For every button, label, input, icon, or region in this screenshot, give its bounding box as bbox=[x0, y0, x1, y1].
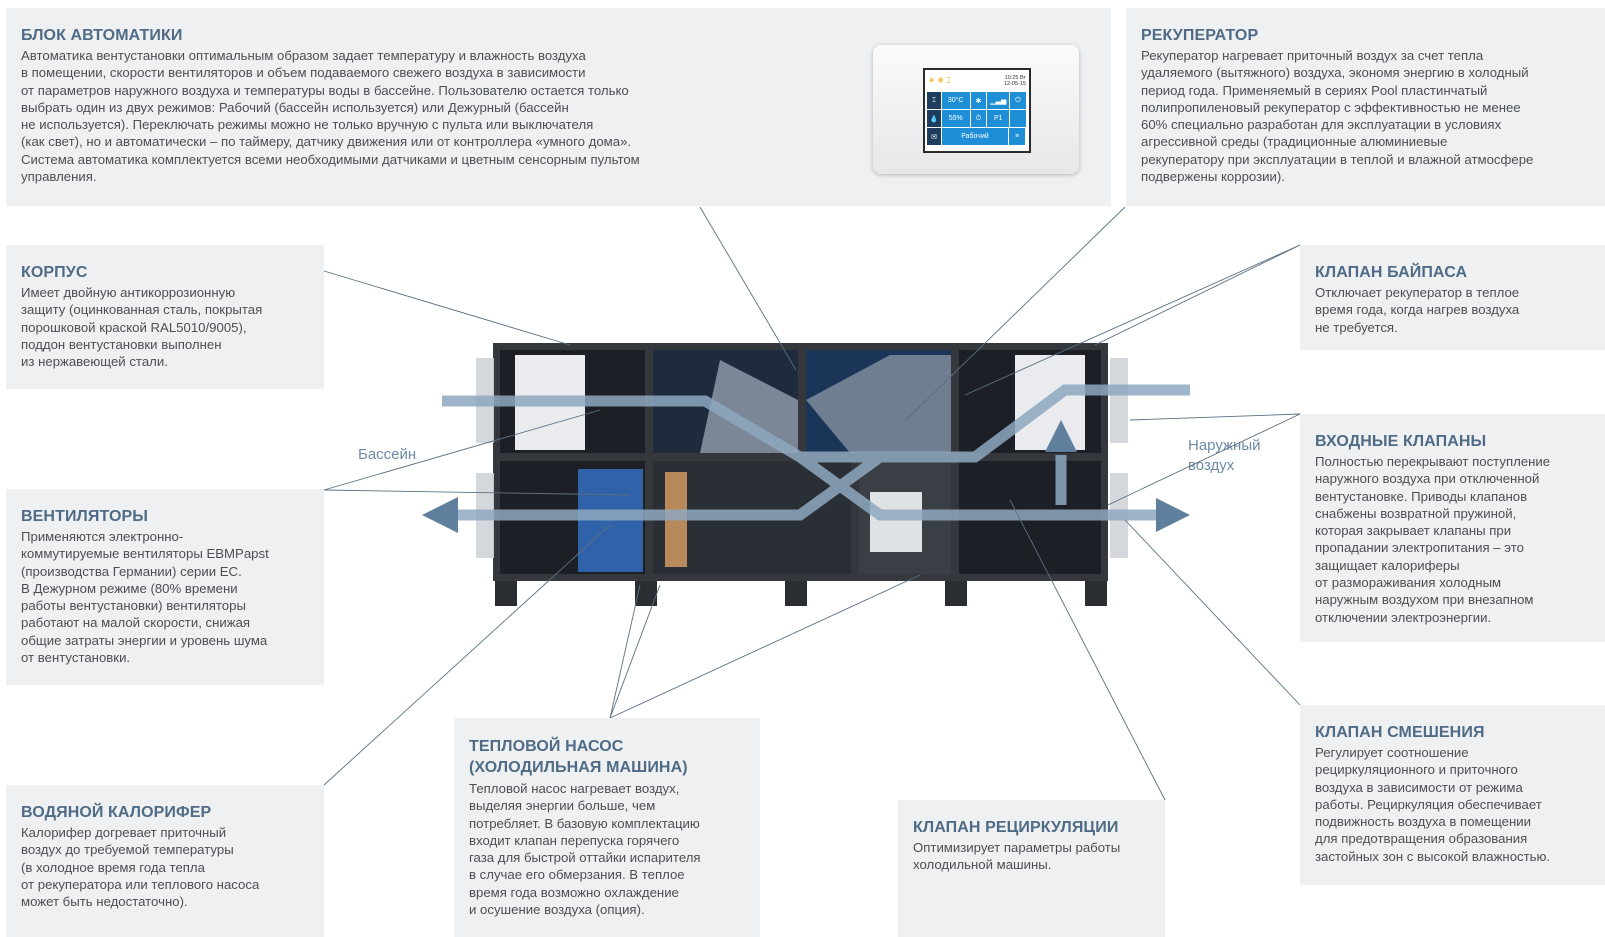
mode-value: Рабочий bbox=[942, 128, 1008, 145]
box-heatpump-text: Тепловой насос нагревает воздух, выделяя… bbox=[469, 781, 701, 918]
damper bbox=[1110, 358, 1128, 443]
arrow-head-up bbox=[1045, 420, 1077, 452]
temperature-value: 30°C bbox=[941, 92, 970, 109]
box-heatpump: ТЕПЛОВОЙ НАСОС (ХОЛОДИЛЬНАЯ МАШИНА) Тепл… bbox=[454, 718, 760, 937]
unit-leg bbox=[1085, 578, 1107, 606]
box-inlet: ВХОДНЫЕ КЛАПАНЫ Полностью перекрывают по… bbox=[1300, 414, 1605, 642]
box-recuperator-title: РЕКУПЕРАТОР bbox=[1141, 27, 1259, 44]
box-recuperator: РЕКУПЕРАТОР Рекуператор нагревает приточ… bbox=[1126, 8, 1605, 206]
box-recirc-text: Оптимизирует параметры работы холодильно… bbox=[913, 840, 1121, 873]
box-inlet-text: Полностью перекрывают поступление наружн… bbox=[1315, 454, 1551, 625]
unit-leg bbox=[635, 578, 657, 606]
box-recirc-title: КЛАПАН РЕЦИРКУЛЯЦИИ bbox=[913, 819, 1119, 836]
ventilation-unit bbox=[476, 343, 1128, 606]
mail-icon: ✉ bbox=[927, 128, 941, 145]
fan-icon: ✱ bbox=[970, 92, 987, 109]
humidity-value: 55% bbox=[941, 110, 970, 127]
unit-leg bbox=[945, 578, 967, 606]
box-water-heater-title: ВОДЯНОЙ КАЛОРИФЕР bbox=[21, 804, 212, 821]
box-recuperator-text: Рекуператор нагревает приточный воздух з… bbox=[1141, 48, 1534, 185]
box-fans-text: Применяются электронно- коммутируемые ве… bbox=[21, 529, 269, 666]
box-mixing-text: Регулирует соотношение рециркуляционного… bbox=[1315, 745, 1551, 864]
box-recirc: КЛАПАН РЕЦИРКУЛЯЦИИ Оптимизирует парамет… bbox=[898, 800, 1165, 937]
blank-cell bbox=[1010, 110, 1026, 127]
power-icon: ⏻ bbox=[1010, 92, 1026, 109]
box-housing-text: Имеет двойную антикоррозионную защиту (о… bbox=[21, 285, 263, 370]
humidity-icon: 💧 bbox=[927, 110, 941, 127]
airflow-arrows bbox=[442, 384, 1190, 521]
supply-flow bbox=[455, 384, 1190, 521]
thermometer-icon: ⌶ bbox=[927, 92, 941, 109]
recuperator-block bbox=[806, 355, 951, 453]
box-bypass-title: КЛАПАН БАЙПАСА bbox=[1315, 264, 1468, 281]
timer-icon: ⏱ bbox=[970, 110, 987, 127]
recuperator-block bbox=[700, 360, 798, 453]
box-water-heater: ВОДЯНОЙ КАЛОРИФЕР Калорифер догревает пр… bbox=[6, 785, 324, 937]
flow-label-pool: Бассейн bbox=[358, 446, 417, 463]
box-housing: КОРПУС Имеет двойную антикоррозионную за… bbox=[6, 245, 324, 389]
outdoor-flow bbox=[796, 452, 1160, 521]
box-bypass: КЛАПАН БАЙПАСА Отключает рекуператор в т… bbox=[1300, 245, 1605, 350]
unit-leg bbox=[785, 578, 807, 606]
panel-time: 10:25 Вт 12-05-15 bbox=[1003, 74, 1026, 87]
box-mixing-title: КЛАПАН СМЕШЕНИЯ bbox=[1315, 724, 1485, 741]
box-inlet-title: ВХОДНЫЕ КЛАПАНЫ bbox=[1315, 433, 1487, 450]
leader-lines bbox=[323, 206, 1301, 801]
arrow-head-left bbox=[422, 497, 458, 533]
program-value: P1 bbox=[987, 110, 1010, 127]
box-heatpump-title: ТЕПЛОВОЙ НАСОС (ХОЛОДИЛЬНАЯ МАШИНА) bbox=[469, 738, 688, 776]
box-water-heater-text: Калорифер догревает приточный воздух до … bbox=[21, 825, 260, 910]
control-panel: ☀ ❄ ⌶ 10:25 Вт 12-05-15 ⌶ 30°C ✱ ▁▃▅ ⏻ 💧… bbox=[873, 45, 1079, 174]
box-automation-text: Автоматика вентустановки оптимальным обр… bbox=[21, 48, 640, 185]
box-mixing: КЛАПАН СМЕШЕНИЯ Регулирует соотношение р… bbox=[1300, 705, 1605, 885]
unit-leg bbox=[495, 578, 517, 606]
box-fans: ВЕНТИЛЯТОРЫ Применяются электронно- комм… bbox=[6, 489, 324, 685]
control-panel-screen: ☀ ❄ ⌶ 10:25 Вт 12-05-15 ⌶ 30°C ✱ ▁▃▅ ⏻ 💧… bbox=[923, 68, 1031, 153]
control-box bbox=[870, 492, 922, 552]
box-fans-title: ВЕНТИЛЯТОРЫ bbox=[21, 508, 149, 525]
menu-icon: ≡ bbox=[1009, 128, 1025, 145]
arrow-head-right bbox=[1156, 498, 1190, 532]
box-automation-title: БЛОК АВТОМАТИКИ bbox=[21, 27, 183, 44]
signal-icon: ▁▃▅ bbox=[987, 92, 1010, 109]
box-bypass-text: Отключает рекуператор в теплое время год… bbox=[1315, 285, 1520, 335]
box-housing-title: КОРПУС bbox=[21, 264, 88, 281]
weather-icon: ☀ ❄ ⌶ bbox=[928, 75, 952, 85]
exhaust-flow bbox=[442, 395, 880, 463]
